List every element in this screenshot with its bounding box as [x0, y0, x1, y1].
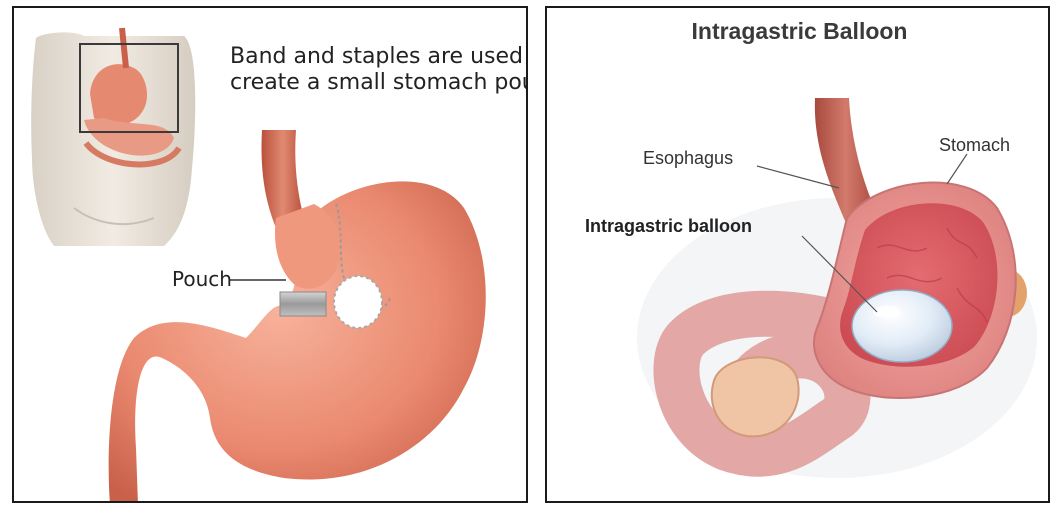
esophagus-label: Esophagus: [643, 148, 733, 169]
panel-title: Intragastric Balloon: [547, 18, 1050, 45]
intragastric-balloon-panel: Intragastric Balloon Esophagus Stomach I…: [545, 6, 1050, 503]
staple-ring: [334, 276, 382, 328]
band-caption-line1: Band and staples are used to: [230, 44, 528, 70]
pouch-label: Pouch: [172, 267, 232, 291]
torso-thumbnail: [31, 28, 195, 246]
stomach-label: Stomach: [939, 135, 1010, 156]
balloon-label: Intragastric balloon: [585, 216, 752, 237]
intragastric-balloon-illustration: [547, 8, 1050, 503]
gastric-band-panel: Band and staples are used to create a sm…: [12, 6, 528, 503]
band-caption-line2: create a small stomach pouch: [230, 70, 528, 96]
gastric-band: [280, 292, 326, 316]
intragastric-balloon: [852, 290, 952, 362]
balloon-highlight: [873, 306, 901, 318]
band-caption: Band and staples are used to create a sm…: [230, 44, 528, 96]
stomach-leader-line: [947, 154, 967, 184]
